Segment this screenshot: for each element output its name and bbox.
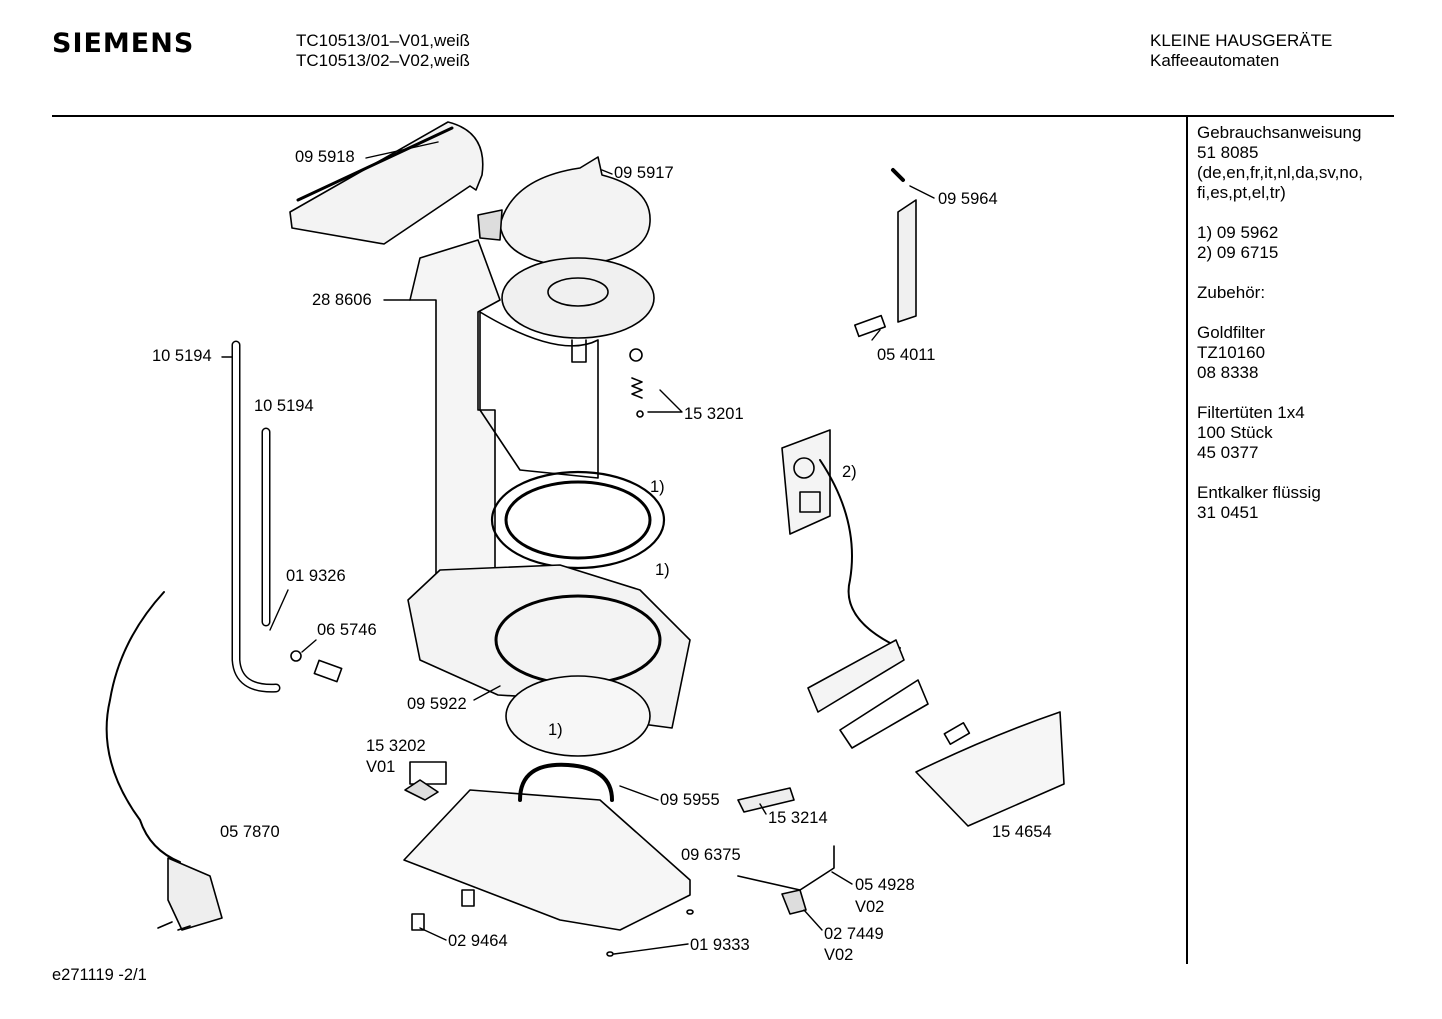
header-divider [52, 115, 1394, 117]
part-label: 09 5955 [660, 791, 720, 809]
variant-label: V02 [824, 946, 854, 964]
heating-base-drawing [407, 564, 691, 757]
leader-lines [221, 141, 935, 955]
footnote-1: 1) 09 5962 [1197, 223, 1279, 242]
brand-logo: SIEMENS [52, 28, 195, 59]
part-label: 15 4654 [992, 823, 1052, 841]
part-label: 01 9326 [286, 567, 346, 585]
part-label: 15 3214 [768, 809, 828, 827]
part-label: 09 5922 [407, 695, 467, 713]
part-label: 02 7449 [824, 925, 884, 943]
footnote-marker: 1) [655, 561, 670, 579]
filter-bags-qty: 100 Stück [1197, 423, 1273, 442]
category-subtitle: Kaffeeautomaten [1150, 51, 1280, 70]
circuit-boards-drawing [781, 429, 1065, 827]
part-label: 09 5917 [614, 164, 674, 182]
footnote-list: 1) 09 5962 2) 09 6715 [1197, 223, 1363, 263]
cover-lid-drawing [289, 121, 484, 245]
part-label: 15 3202 [366, 737, 426, 755]
model-number-2: TC10513/02–V02,weiß [296, 51, 470, 70]
base-plate-drawing [403, 762, 694, 957]
manual-number: 51 8085 [1197, 143, 1259, 162]
drawing-code: e271119 -2/1 [52, 966, 147, 984]
part-label: 05 4928 [855, 876, 915, 894]
goldfilter-number: 08 8338 [1197, 363, 1259, 382]
accessories-heading-block: Zubehör: [1197, 283, 1363, 303]
goldfilter-title: Goldfilter [1197, 323, 1266, 342]
part-label: 15 3201 [684, 405, 744, 423]
descaler-number: 31 0451 [1197, 503, 1259, 522]
filter-lid-drawing [477, 156, 651, 267]
footnote-marker: 1) [650, 478, 665, 496]
part-label: 05 4011 [877, 346, 936, 364]
part-label: 01 9333 [690, 936, 750, 954]
variant-label: V02 [855, 898, 885, 916]
descaler-title: Entkalker flüssig [1197, 483, 1321, 502]
filter-bags-info: Filtertüten 1x4 100 Stück 45 0377 [1197, 403, 1363, 463]
accessory-sidebar: Gebrauchsanweisung 51 8085 (de,en,fr,it,… [1197, 123, 1363, 543]
water-tank-body-drawing [409, 239, 599, 581]
descaler-info: Entkalker flüssig 31 0451 [1197, 483, 1363, 523]
goldfilter-info: Goldfilter TZ10160 08 8338 [1197, 323, 1363, 383]
part-label: 10 5194 [254, 397, 314, 415]
spring-drawing [629, 348, 644, 418]
hose-drawing [231, 340, 343, 693]
goldfilter-model: TZ10160 [1197, 343, 1266, 362]
filter-bags-number: 45 0377 [1197, 443, 1259, 462]
filter-holder-drawing [501, 257, 655, 363]
manual-title: Gebrauchsanweisung [1197, 123, 1362, 142]
filter-bags-title: Filtertüten 1x4 [1197, 403, 1305, 422]
footnote-marker: 1) [548, 721, 563, 739]
variant-label: V01 [366, 758, 396, 776]
ring-drawing [490, 470, 666, 570]
manual-languages-2: fi,es,pt,el,tr) [1197, 183, 1286, 202]
accessories-heading: Zubehör: [1197, 283, 1266, 302]
category-title: KLEINE HAUSGERÄTE [1150, 31, 1333, 50]
part-label: 09 6375 [681, 846, 741, 864]
manual-info: Gebrauchsanweisung 51 8085 (de,en,fr,it,… [1197, 123, 1363, 203]
part-label: 09 5918 [295, 148, 355, 166]
part-label: 09 5964 [938, 190, 998, 208]
part-label: 02 9464 [448, 932, 508, 950]
model-number-1: TC10513/01–V01,weiß [296, 31, 470, 50]
footnote-2: 2) 09 6715 [1197, 243, 1279, 262]
sensor-tube-drawing [853, 168, 917, 338]
sidebar-divider [1186, 116, 1188, 964]
manual-languages-1: (de,en,fr,it,nl,da,sv,no, [1197, 163, 1363, 182]
small-parts-drawing [404, 761, 835, 915]
part-label: 06 5746 [317, 621, 377, 639]
part-label: 28 8606 [312, 291, 372, 309]
power-cord-drawing [105, 591, 223, 931]
part-label: 10 5194 [152, 347, 212, 365]
footnote-marker: 2) [842, 463, 857, 481]
part-label: 05 7870 [220, 823, 280, 841]
